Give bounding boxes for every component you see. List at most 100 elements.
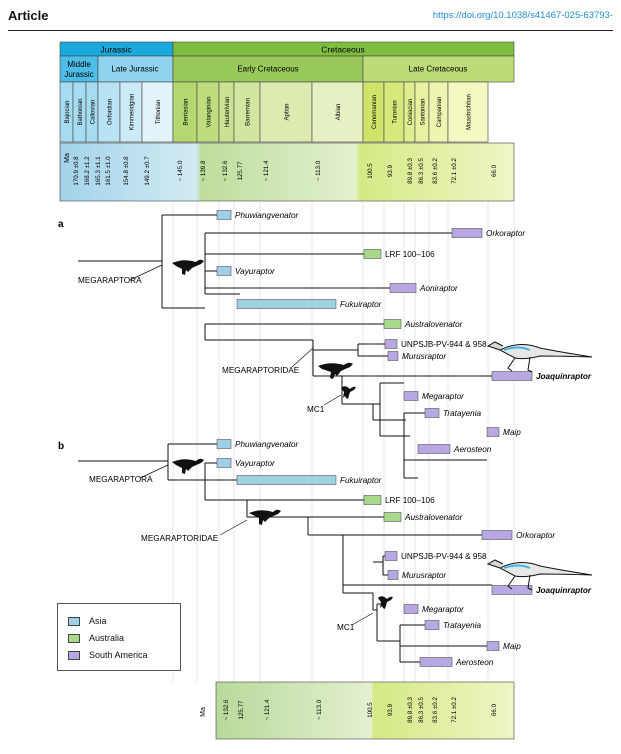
epoch-middle-jurassic-line1: Middle: [67, 60, 91, 69]
tree-b-taxon-orkoraptor: Orkoraptor: [516, 531, 555, 540]
silhouette-megaraptoridae-a-icon: [318, 362, 353, 379]
tree-a-bar-joaquinraptor: [491, 371, 533, 381]
tree-a-leader-lines: [129, 264, 342, 406]
tree-a-bar-lrf-100-106: [363, 249, 382, 259]
silhouette-megaraptoridae-b-icon: [249, 509, 281, 525]
tree-b-bar-fukuiraptor: [236, 475, 337, 485]
tree-b: [78, 443, 492, 663]
stage-box-barremian: [233, 81, 261, 143]
legend-item-asia: Asia: [68, 614, 107, 628]
age-top-17: 72.1 ±0.2: [451, 158, 458, 184]
legend-label-asia: Asia: [89, 616, 107, 626]
tree-b-leader-lines: [139, 464, 374, 626]
age-top-10: ~ 121.4: [263, 160, 270, 181]
tree-b-taxon-tratayenia: Tratayenia: [443, 621, 482, 630]
panel-label-a: a: [58, 219, 64, 230]
stage-label-albian: Albian: [336, 104, 342, 121]
stage-label-callovian: Callovian: [91, 100, 97, 125]
panel-label-b: b: [58, 441, 64, 452]
age-top-3: 161.5 ±1.0: [105, 156, 112, 186]
age-top-0: 170.9 ±0.8: [73, 156, 80, 186]
legend-swatch-asia: [68, 616, 80, 626]
legend-label-south-america: South America: [89, 650, 148, 660]
tree-b-taxon-unpsjb-pv-944-958: UNPSJB-PV-944 & 958: [401, 552, 487, 561]
stage-label-valanginian: Valanginian: [207, 97, 213, 128]
age-top-8: ~ 132.6: [222, 160, 229, 181]
tree-b-taxon-phuwiangvenator: Phuwiangvenator: [235, 440, 299, 449]
age-top-16: 83.6 ±0.2: [432, 158, 439, 184]
joaquinraptor-skeleton-b-icon: [486, 559, 593, 591]
stage-label-maastrichtian: Maastrichtian: [467, 94, 473, 130]
tree-b-taxon-australovenator: Australovenator: [404, 513, 463, 522]
legend-swatch-south-america: [68, 650, 80, 660]
stage-box-tithonian: [141, 81, 174, 143]
period-cretaceous: Cretaceous: [321, 45, 364, 55]
legend-swatch-australia: [68, 633, 80, 643]
stage-label-cenomanian: Cenomanian: [372, 95, 378, 129]
age-bottom-8: 83.6 ±0.2: [432, 697, 439, 723]
tree-b-taxon-murusraptor: Murusraptor: [402, 571, 446, 580]
tree-a-bar-aoniraptor: [389, 283, 417, 293]
epoch-middle-jurassic-line2: Jurassic: [64, 70, 93, 79]
stage-box-aptian: [259, 81, 313, 143]
tree-b-taxon-megaraptor: Megaraptor: [422, 605, 464, 614]
age-top-9: 125.77: [237, 161, 244, 180]
age-top-6: ~ 145.0: [177, 160, 184, 181]
age-top-14: 89.8 ±0.3: [407, 158, 414, 184]
tree-b-bar-tratayenia: [424, 620, 440, 630]
tree-a-bar-unpsjb-pv-944-958: [384, 339, 398, 349]
tree-b-taxon-vayuraptor: Vayuraptor: [235, 459, 275, 468]
age-bottom-0: ~ 132.6: [223, 699, 230, 720]
tree-a-silhouettes: [172, 259, 356, 399]
article-label: Article: [8, 8, 49, 23]
tree-a-taxon-phuwiangvenator: Phuwiangvenator: [235, 211, 299, 220]
age-bottom-4: 100.5: [367, 702, 374, 718]
age-bottom-6: 89.8 ±0.3: [407, 697, 414, 723]
period-jurassic: Jurassic: [100, 45, 132, 55]
header-rule: [8, 30, 613, 31]
stage-label-barremian: Barremian: [246, 98, 252, 126]
age-bottom-7: 86.3 ±0.5: [418, 697, 425, 723]
age-top-7: ~ 139.8: [200, 160, 207, 181]
tree-a-taxon-unpsjb-pv-944-958: UNPSJB-PV-944 & 958: [401, 340, 487, 349]
tree-a-bar-megaraptor: [403, 391, 419, 401]
age-top-1: 168.2 ±1.2: [84, 156, 91, 186]
stage-label-kimmeridgian: Kimmeridgian: [130, 94, 136, 131]
age-top-18: 66.0: [491, 164, 498, 177]
stage-label-bajocian: Bajocian: [65, 100, 71, 123]
tree-a-taxon-lrf-100-106: LRF 100–106: [385, 250, 435, 259]
silhouette-mc1-b-icon: [378, 596, 393, 609]
tree-b-silhouettes: [172, 458, 393, 609]
tree-b-bar-unpsjb-pv-944-958: [384, 551, 398, 561]
stage-label-berriasian: Berriasian: [184, 98, 190, 125]
age-bottom-5: 93.9: [387, 703, 394, 716]
age-bottom-10: 66.0: [491, 703, 498, 716]
age-top-13: 93.9: [387, 164, 394, 177]
tree-a-taxon-tratayenia: Tratayenia: [443, 409, 482, 418]
tree-a-taxon-australovenator: Australovenator: [404, 320, 463, 329]
doi-link[interactable]: https://doi.org/10.1038/s41467-025-63793…: [432, 10, 613, 21]
joaquinraptor-skeleton-a-icon: [486, 341, 593, 373]
tree-a-taxon-aoniraptor: Aoniraptor: [419, 284, 458, 293]
age-top-11: ~ 113.0: [315, 160, 322, 181]
stage-box-berriasian: [172, 81, 198, 143]
legend-item-australia: Australia: [68, 631, 124, 645]
tree-a-bar-australovenator: [383, 319, 402, 329]
age-bottom-3: ~ 113.0: [316, 699, 323, 720]
tree-a-bar-murusraptor: [387, 351, 399, 361]
tree-a-taxon-vayuraptor: Vayuraptor: [235, 267, 275, 276]
tree-b-taxon-aerosteon: Aerosteon: [455, 658, 494, 667]
tree-b-taxon-maip: Maip: [503, 642, 521, 651]
tree-a-taxon-aerosteon: Aerosteon: [453, 445, 492, 454]
stage-label-turonian: Turonian: [393, 100, 399, 123]
tree-b-clade-megaraptora: MEGARAPTORA: [89, 475, 153, 484]
tree-b-bar-joaquinraptor: [491, 585, 533, 595]
legend-item-south-america: South America: [68, 648, 148, 662]
tree-a-clade-megaraptoridae: MEGARAPTORIDAE: [222, 366, 300, 375]
age-bottom-1: 125.77: [238, 700, 245, 719]
silhouette-megaraptora-b-icon: [172, 458, 204, 474]
